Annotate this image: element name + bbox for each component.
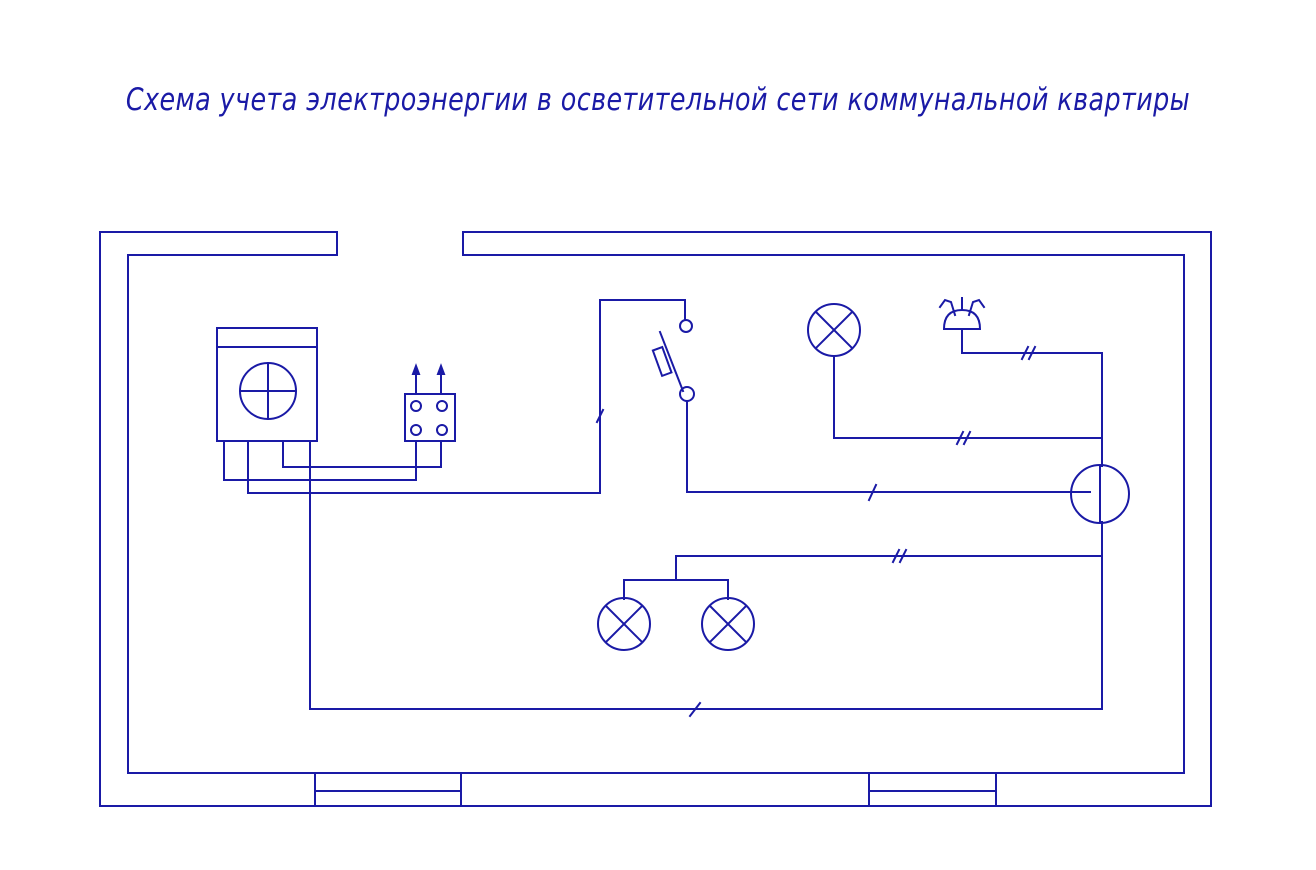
room-walls	[99, 231, 1212, 807]
junction-box	[1070, 464, 1130, 524]
lamp-icon	[597, 597, 651, 651]
switch	[651, 319, 695, 402]
electricity-meter	[216, 327, 442, 710]
window-left	[314, 772, 462, 807]
wire-mark-double	[1020, 345, 1030, 361]
wire-mark-single	[595, 408, 605, 424]
diagram-title: Схема учета электроэнергии в осветительн…	[125, 82, 1191, 118]
lamp-bottom-left	[597, 597, 651, 651]
bell-icon	[942, 308, 982, 330]
wire-mark-double	[891, 548, 901, 564]
wire-mark-single	[867, 483, 878, 502]
lamp-bottom-right	[701, 597, 755, 651]
bell	[938, 297, 986, 330]
wiring	[247, 299, 1103, 718]
lamp-icon	[807, 303, 861, 357]
lamp-icon	[701, 597, 755, 651]
window-right	[868, 772, 997, 807]
lamp-top	[807, 303, 861, 357]
wire-mark-double	[955, 430, 965, 446]
fuse-block	[404, 363, 456, 442]
wire-mark-single	[688, 701, 702, 718]
